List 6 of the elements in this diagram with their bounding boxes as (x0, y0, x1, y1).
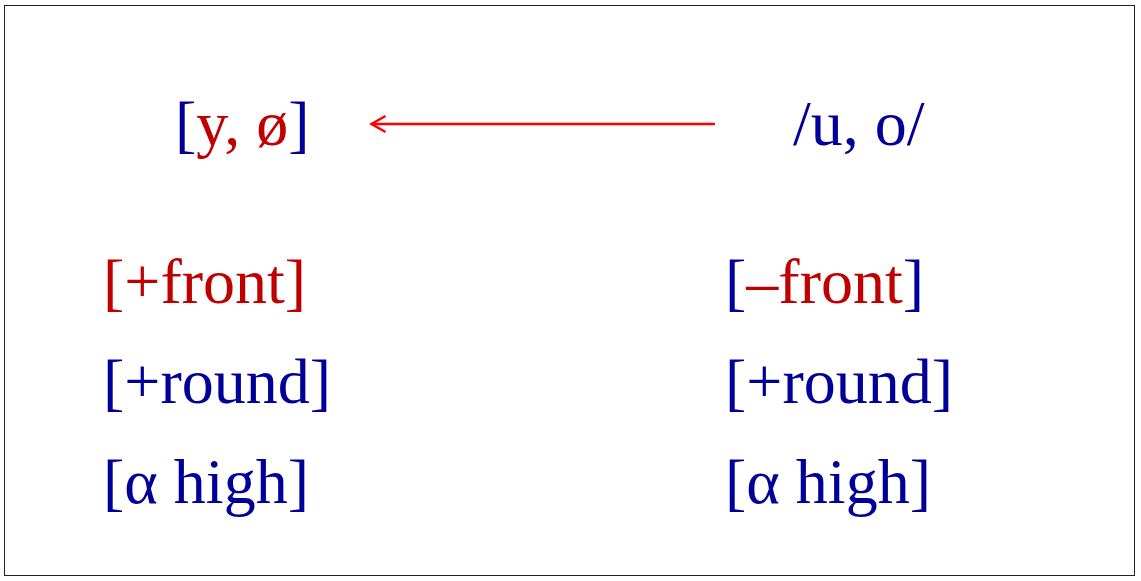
phoneme-label: /u, o/ (793, 92, 925, 156)
feature-label: [+front] (103, 250, 307, 314)
feature-label: [+round] (103, 350, 332, 414)
feature-label: [+round] (725, 350, 954, 414)
feature-label: [–front] (725, 250, 925, 314)
arrow (370, 114, 715, 134)
